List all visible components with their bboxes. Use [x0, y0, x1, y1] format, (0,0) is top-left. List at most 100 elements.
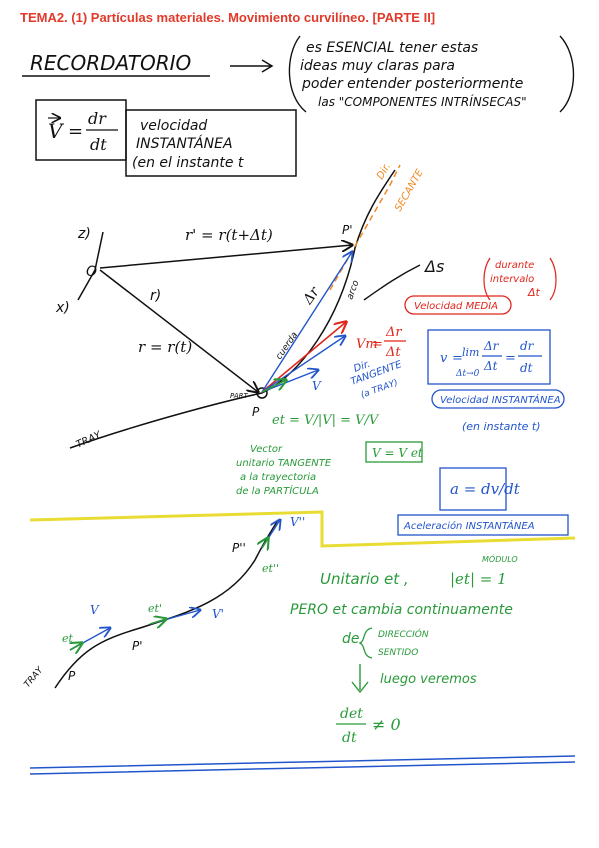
arrow-icon	[230, 59, 274, 73]
et-equation: et = V/|V| = V/V	[272, 413, 380, 428]
velocidad-media-box	[404, 295, 512, 315]
left-paren-icon	[288, 35, 307, 113]
lower-et1-vector	[149, 619, 166, 624]
velocidad-instantanea-box	[431, 389, 565, 409]
lower-p1-label: P'	[132, 639, 143, 653]
lower-et1-label: et'	[148, 602, 162, 615]
lower-et2-label: et''	[262, 562, 279, 575]
modulo-label: MÓDULO	[482, 553, 518, 564]
et-vector	[261, 380, 286, 393]
direccion-label: DIRECCIÓN	[378, 628, 429, 640]
velocity-line-1: velocidad	[140, 118, 207, 134]
delta-r-vector	[261, 252, 352, 393]
durante-left-paren	[483, 257, 491, 301]
page-title: TEMA2. (1) Partículas materiales. Movimi…	[20, 10, 436, 25]
r-prime-equation: r' = r(t+Δt)	[185, 226, 273, 244]
note-line-2: ideas muy claras para	[300, 58, 455, 74]
vm-eq-left: Vm	[356, 337, 378, 352]
lim-equals: =	[452, 351, 463, 366]
abs-eq-label: |et| = 1	[450, 570, 507, 588]
yellow-divider	[29, 510, 576, 548]
velocity-text-box	[125, 109, 297, 177]
lower-et-label: et	[62, 632, 74, 645]
vm-eq-numerator: Δr	[385, 325, 402, 340]
r-vector	[99, 269, 258, 392]
particle-marker	[256, 387, 268, 399]
arco-label: arco	[345, 279, 361, 301]
right-paren-icon	[559, 35, 575, 113]
lower-et-vector	[70, 643, 82, 650]
dir-secante-label-2: SECANTE	[393, 167, 426, 213]
unitario-label: Unitario et ,	[320, 570, 409, 588]
lim-equals-2: =	[505, 351, 516, 366]
velocity-line-3: (en el instante t	[132, 155, 244, 171]
v-symbol: V	[48, 119, 65, 143]
velocidad-instantanea-label: Velocidad INSTANTÁNEA	[440, 393, 561, 406]
velocidad-media-label: Velocidad MEDIA	[414, 301, 498, 312]
x-axis	[77, 269, 96, 301]
tangent-vector-1	[261, 336, 345, 393]
delta-s-arc	[363, 264, 421, 301]
secant-direction-line	[329, 164, 401, 291]
equals-sign: =	[68, 121, 83, 142]
cuerda-label: cuerda	[274, 330, 300, 361]
velocity-line-2: INSTANTÁNEA	[136, 135, 233, 152]
final-denominator: dt	[342, 730, 357, 746]
lower-p2-label: P''	[232, 541, 246, 555]
v-vector	[261, 370, 318, 393]
r-prime-vector	[99, 245, 352, 269]
z-axis	[94, 231, 104, 271]
fraction-numerator: dr	[88, 109, 107, 128]
down-arrow-icon	[351, 664, 369, 694]
dir-secante-label-1: Dir.	[375, 161, 393, 181]
note-line-1: es ESENCIAL tener estas	[306, 40, 478, 56]
lower-v-label: V	[90, 603, 100, 617]
fraction-denominator: dt	[90, 135, 107, 154]
durante-right-paren	[549, 257, 557, 301]
p-prime-label: P'	[342, 223, 353, 237]
durante-line-2: intervalo	[490, 274, 534, 285]
dir-tangente-1: Dir.	[352, 359, 372, 375]
note-line-4: las "COMPONENTES INTRÍNSECAS"	[318, 94, 527, 109]
acc-eq-box	[439, 467, 507, 511]
lower-et2-vector	[262, 538, 268, 548]
lower-tray-label: TRAY	[23, 664, 47, 690]
vector-unitario-4: de la PARTÍCULA	[236, 484, 319, 497]
lim-num2: dr	[520, 339, 535, 353]
lower-p-label: P	[68, 669, 76, 683]
de-label: de	[342, 631, 360, 647]
bottom-line-2	[29, 761, 576, 775]
r-label: r)	[150, 288, 161, 304]
lim-word: lim	[462, 346, 479, 359]
pero-label: PERO et cambia continuamente	[290, 602, 513, 618]
axis-z-label: z)	[77, 226, 91, 242]
lim-v: v	[440, 351, 448, 366]
axis-x-label: x)	[55, 300, 70, 316]
lim-sub: Δt→0	[455, 369, 480, 379]
lim-box	[427, 329, 551, 385]
durante-line-3: Δt	[527, 286, 541, 299]
lim-num1: Δr	[483, 339, 500, 353]
delta-r-label: Δr	[300, 283, 324, 308]
acc-label-box	[397, 514, 569, 536]
note-line-3: poder entender posteriormente	[301, 76, 523, 92]
durante-line-1: durante	[495, 260, 534, 271]
lower-v1-label: V'	[212, 607, 224, 621]
tray-label: TRAY	[75, 429, 104, 450]
v-eq-box	[365, 441, 423, 463]
acc-label: Aceleración INSTANTÁNEA	[403, 519, 535, 532]
r-equation: r = r(t)	[138, 338, 192, 356]
lim-den1: Δt	[483, 359, 498, 373]
part-label: PART	[230, 392, 249, 400]
luego-label: luego veremos	[380, 672, 477, 687]
lower-v2-label: V''	[290, 515, 305, 529]
origin-label: O	[86, 264, 97, 280]
lim-den2: dt	[520, 361, 533, 375]
v-label: V	[312, 379, 322, 393]
en-instante-label: (en instante t)	[462, 420, 541, 433]
acc-eq-label: a = dv/dt	[450, 480, 521, 498]
vector-unitario-1: Vector	[250, 444, 283, 455]
vector-unitario-2: unitario TANGENTE	[236, 458, 332, 469]
